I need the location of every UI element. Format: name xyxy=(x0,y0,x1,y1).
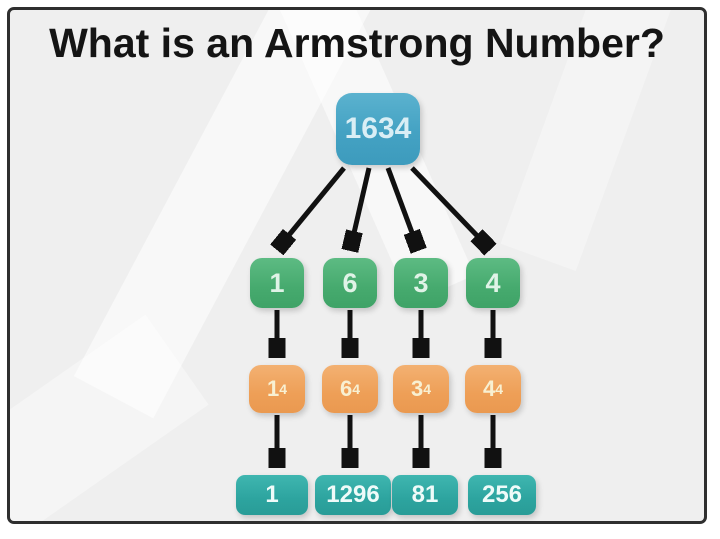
digit-node-3: 3 xyxy=(394,258,448,308)
result-node-4: 256 xyxy=(468,475,536,515)
power-base: 3 xyxy=(410,376,424,401)
slide-frame: What is an Armstrong Number? 1634 xyxy=(7,7,707,524)
digit-node-4: 4 xyxy=(466,258,520,308)
result-node-3: 81 xyxy=(392,475,458,515)
background-watermark xyxy=(73,10,417,419)
result-node-1: 1 xyxy=(236,475,308,515)
slide-title: What is an Armstrong Number? xyxy=(49,20,665,66)
digit-node-2: 6 xyxy=(323,258,377,308)
digit-node-1: 1 xyxy=(250,258,304,308)
arrow-root-to-digit-1 xyxy=(280,166,346,246)
power-base: 1 xyxy=(266,376,280,401)
background-watermark xyxy=(10,314,209,521)
root-number-node: 1634 xyxy=(336,93,420,165)
result-node-2: 1296 xyxy=(315,475,391,515)
arrow-root-to-digit-2 xyxy=(351,167,372,246)
power-base: 6 xyxy=(339,376,353,401)
power-base: 4 xyxy=(482,376,496,401)
arrow-root-to-digit-4 xyxy=(410,166,487,246)
arrow-root-to-digit-3 xyxy=(385,167,417,246)
